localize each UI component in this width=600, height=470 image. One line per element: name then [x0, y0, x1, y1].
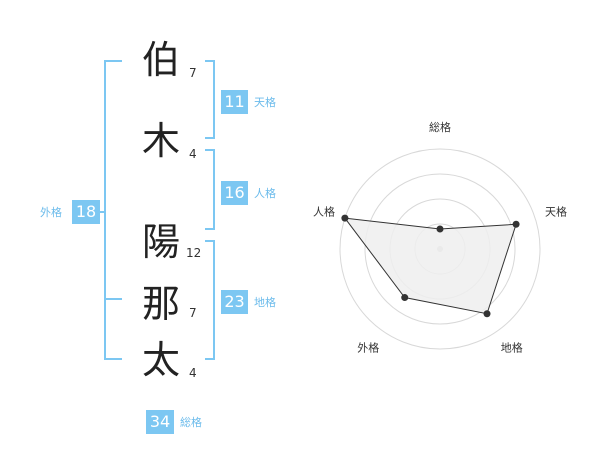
jinkaku-label: 人格 — [254, 187, 276, 200]
radar-ring — [339, 148, 541, 350]
stroke-count-3: 12 — [186, 246, 202, 260]
chikaku-badge: 23 — [221, 290, 248, 314]
radar-point-1 — [436, 225, 444, 233]
tenkaku-label: 天格 — [254, 96, 276, 109]
gaikaku-label: 外格 — [40, 206, 62, 219]
name-char-2: 木 — [141, 119, 180, 163]
gaikaku-badge: 18 — [72, 200, 100, 224]
radar-axis-label: 外格 — [357, 341, 379, 355]
name-char-4: 那 — [141, 282, 180, 326]
name-char-5: 太 — [141, 338, 180, 382]
stroke-count-5: 4 — [189, 366, 197, 380]
radar-ring — [364, 173, 516, 325]
radar-axis-label: 天格 — [545, 204, 567, 218]
soukaku-badge: 34 — [146, 410, 174, 434]
radar-axis-label: 総格 — [429, 120, 451, 134]
soukaku-label: 総格 — [180, 416, 202, 429]
chikaku-label: 地格 — [254, 296, 276, 309]
name-char-3: 陽 — [141, 220, 180, 264]
stroke-count-2: 4 — [189, 147, 197, 161]
stroke-count-4: 7 — [189, 306, 197, 320]
radar-axis-label: 地格 — [501, 341, 523, 355]
radar-point-2 — [512, 220, 520, 228]
name-char-1: 伯 — [141, 38, 180, 82]
tenkaku-badge: 11 — [221, 90, 248, 114]
stroke-count-1: 7 — [189, 66, 197, 80]
radar-axis-label: 人格 — [313, 204, 335, 218]
jinkaku-badge: 16 — [221, 181, 248, 205]
radar-point-4 — [401, 294, 409, 302]
radar-point-5 — [341, 214, 349, 222]
radar-series-area — [343, 217, 517, 315]
radar-point-3 — [483, 310, 491, 318]
